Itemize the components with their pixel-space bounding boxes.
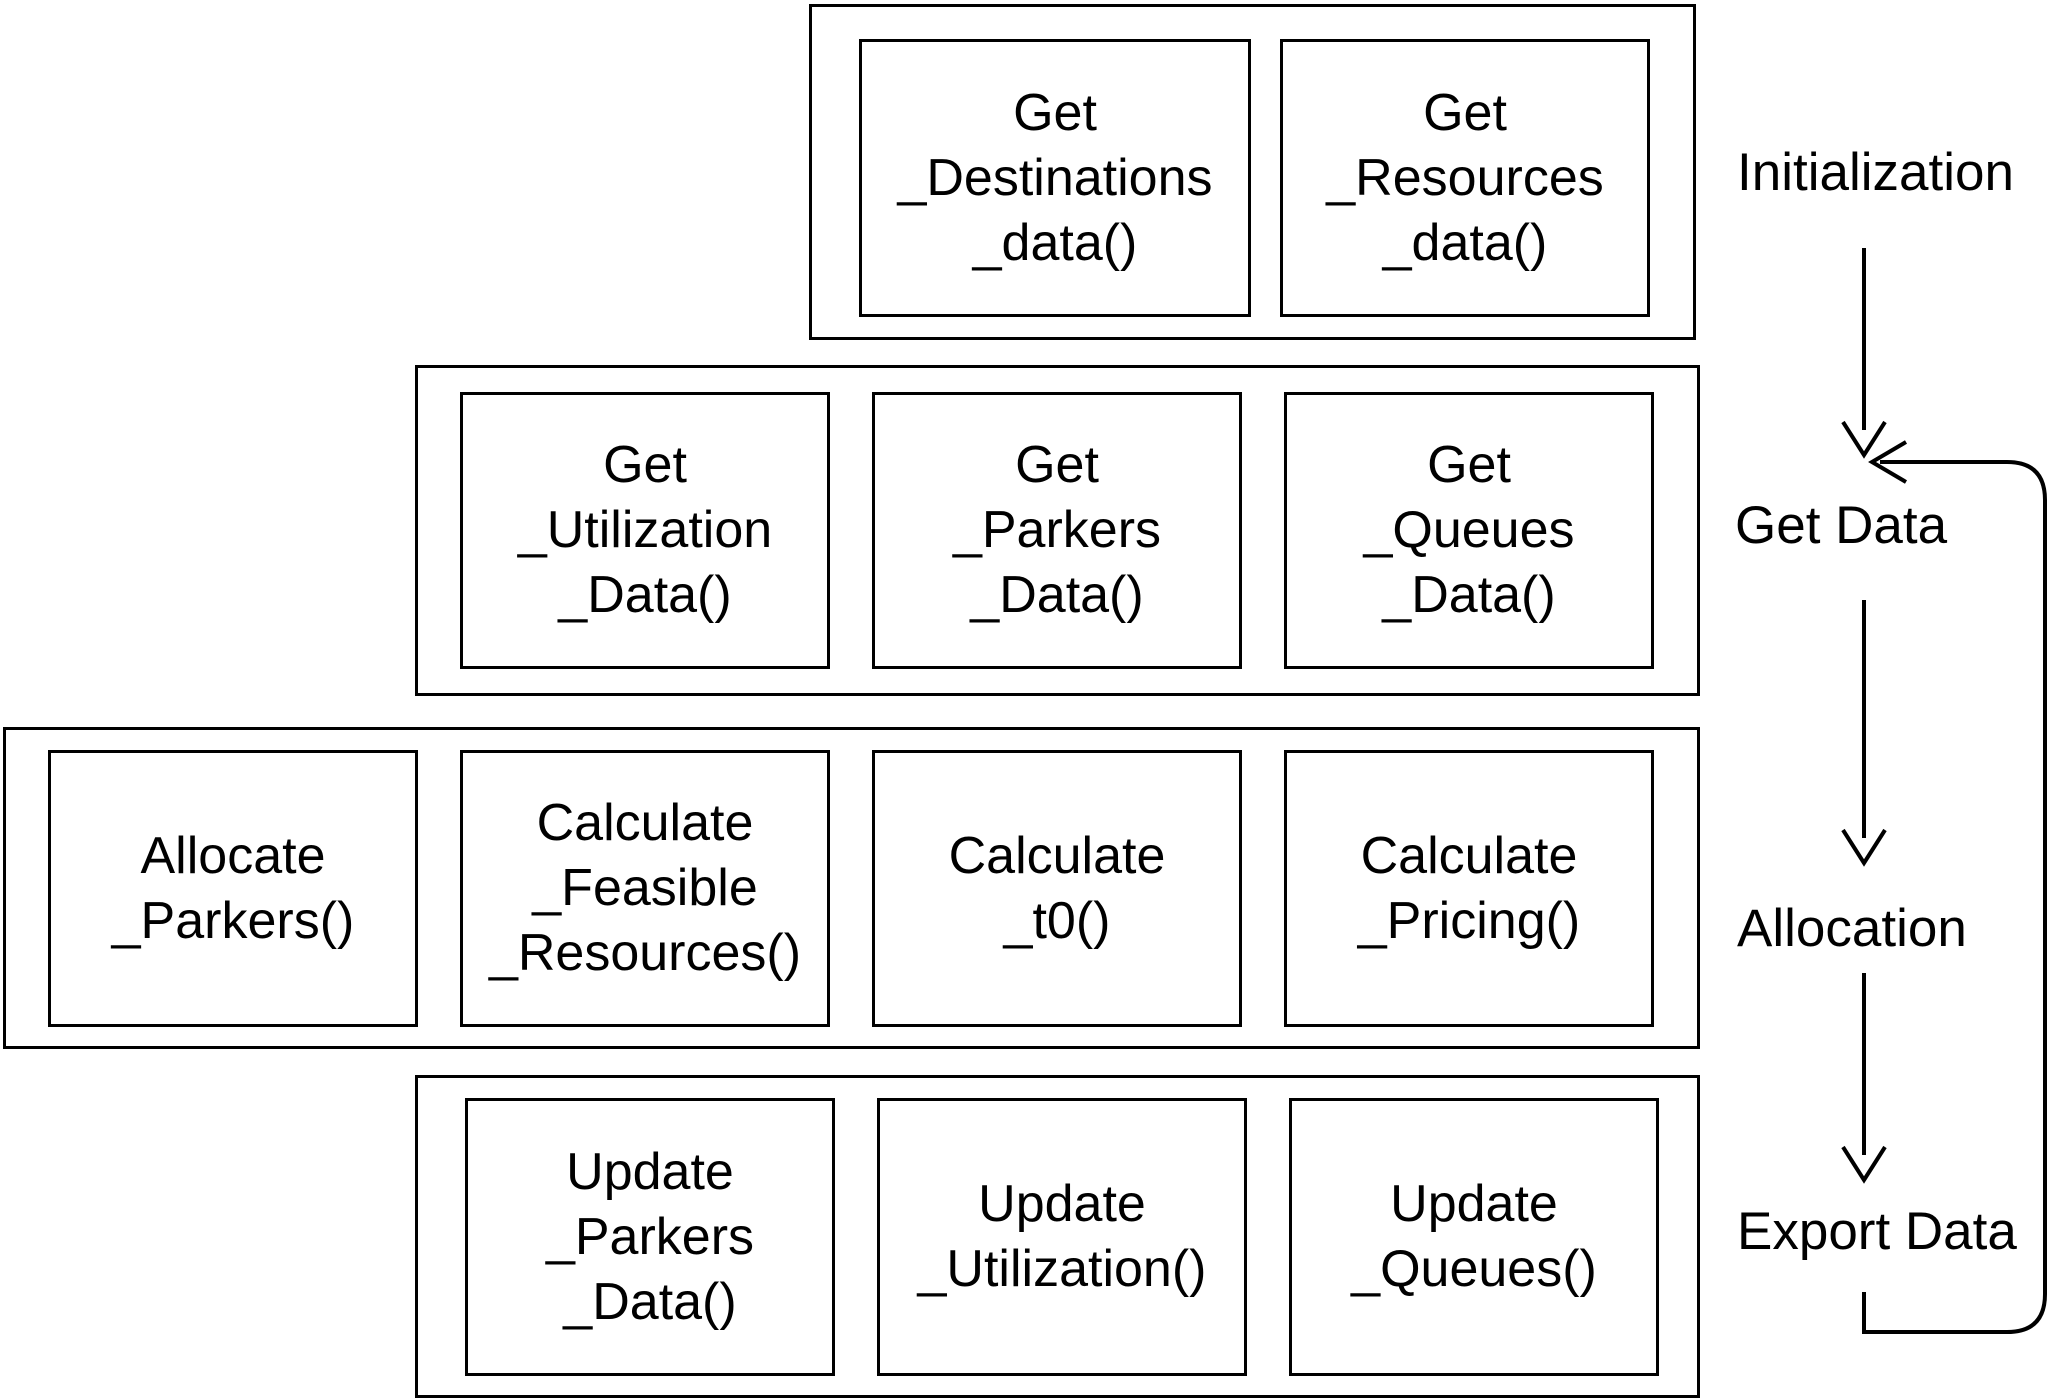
function-box-update-queues: Update _Queues(): [1289, 1098, 1659, 1376]
function-line: _Resources: [1326, 148, 1604, 207]
function-line: _Parkers: [545, 1207, 755, 1266]
loop-arrow-export-to-get-data: [1862, 440, 2047, 1334]
stage-label-initialization: Initialization: [1737, 143, 2014, 202]
function-line: _Data(): [970, 566, 1144, 624]
arrow-allocation-to-export-data: [1841, 973, 1887, 1184]
function-line: Calculate: [948, 826, 1166, 885]
function-box-get-utilization-data: Get _Utilization _Data(): [460, 392, 830, 669]
function-line: _Pricing(): [1357, 891, 1581, 950]
function-box-allocate-parkers: Allocate _Parkers(): [48, 750, 418, 1027]
function-line: _Parkers: [952, 501, 1162, 559]
function-line: Calculate: [536, 794, 754, 852]
function-line: Calculate: [1360, 826, 1578, 885]
stage-label-allocation: Allocation: [1737, 899, 1967, 958]
function-box-get-destinations-data: Get _Destinations _data(): [859, 39, 1251, 317]
function-line: _data(): [972, 213, 1138, 272]
function-line: Get: [1423, 83, 1507, 142]
function-line: _Data(): [1382, 566, 1556, 624]
function-box-calculate-pricing: Calculate _Pricing(): [1284, 750, 1654, 1027]
function-line: Update: [1390, 1175, 1558, 1233]
function-line: _Data(): [558, 566, 732, 624]
function-line: _Destinations: [897, 148, 1213, 207]
function-line: _Data(): [563, 1272, 737, 1331]
function-line: _Queues(): [1351, 1240, 1597, 1298]
function-line: _Utilization: [517, 501, 773, 559]
stage-label-export-data: Export Data: [1737, 1202, 2017, 1261]
function-box-update-parkers-data: Update _Parkers _Data(): [465, 1098, 835, 1376]
function-box-calculate-t0: Calculate _t0(): [872, 750, 1242, 1027]
function-line: Allocate: [140, 826, 326, 885]
arrow-get-data-to-allocation: [1841, 600, 1887, 867]
function-line: _t0(): [1003, 891, 1111, 950]
function-line: _Utilization(): [917, 1240, 1207, 1298]
function-line: _data(): [1382, 213, 1548, 272]
function-line: _Resources(): [488, 924, 802, 982]
function-line: _Feasible: [532, 859, 758, 917]
function-box-update-utilization: Update _Utilization(): [877, 1098, 1247, 1376]
function-box-get-parkers-data: Get _Parkers _Data(): [872, 392, 1242, 669]
function-box-get-queues-data: Get _Queues _Data(): [1284, 392, 1654, 669]
function-line: Get: [1427, 436, 1511, 494]
function-line: _Parkers(): [111, 891, 355, 950]
function-line: Update: [978, 1175, 1146, 1233]
stage-label-get-data: Get Data: [1735, 496, 1948, 555]
function-box-calculate-feasible-resources: Calculate _Feasible _Resources(): [460, 750, 830, 1027]
function-line: Get: [603, 436, 687, 494]
function-line: Get: [1013, 83, 1097, 142]
arrow-initialization-to-get-data: [1841, 248, 1887, 459]
function-line: Get: [1015, 436, 1099, 494]
function-line: Update: [566, 1142, 734, 1201]
function-box-get-resources-data: Get _Resources _data(): [1280, 39, 1650, 317]
function-line: _Queues: [1363, 501, 1575, 559]
